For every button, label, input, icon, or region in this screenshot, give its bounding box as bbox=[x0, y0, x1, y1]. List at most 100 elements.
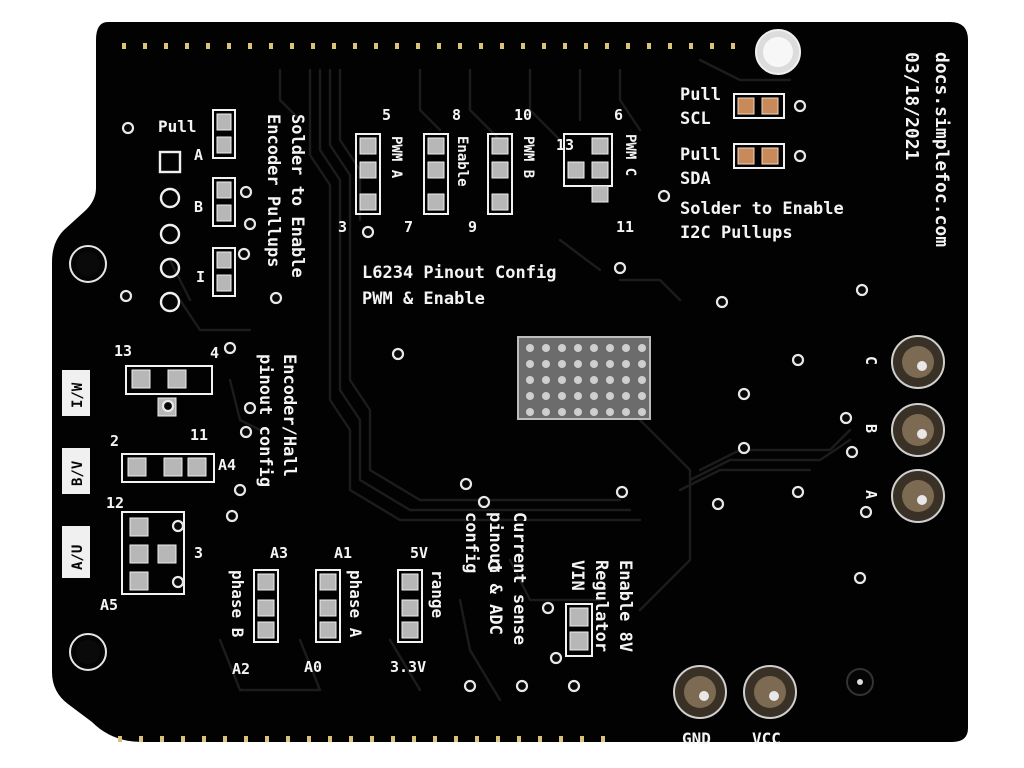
pwm-pin-bottom-3: 3 bbox=[338, 218, 347, 236]
pwm-config-subtitle: PWM & Enable bbox=[362, 289, 485, 309]
motor-terminal-a bbox=[891, 469, 945, 523]
chip-contact bbox=[590, 344, 598, 352]
header-pin bbox=[202, 736, 206, 742]
header-pin bbox=[416, 43, 420, 49]
power-terminals bbox=[673, 665, 797, 719]
header-pin bbox=[307, 736, 311, 742]
header-pin bbox=[584, 43, 588, 49]
chip-contact bbox=[542, 408, 550, 416]
chip-contact bbox=[574, 408, 582, 416]
hall-config-title: Encoder/Hall bbox=[279, 354, 299, 477]
chip-contact bbox=[606, 392, 614, 400]
header-pin bbox=[500, 43, 504, 49]
encoder-header-pin bbox=[159, 257, 181, 279]
pwm-pin-bottom-9: 9 bbox=[468, 218, 477, 236]
header-pin bbox=[538, 736, 542, 742]
chip-contact bbox=[638, 344, 646, 352]
via bbox=[791, 353, 805, 367]
via bbox=[233, 483, 247, 497]
header-pin bbox=[349, 736, 353, 742]
via bbox=[839, 411, 853, 425]
via bbox=[171, 575, 185, 589]
header-pin bbox=[143, 43, 147, 49]
header-pin bbox=[244, 736, 248, 742]
via bbox=[119, 289, 133, 303]
chip-contact bbox=[526, 360, 534, 368]
i2c-note-line2: I2C Pullups bbox=[680, 223, 793, 243]
header-pin bbox=[559, 736, 563, 742]
encoder-pin-b: B bbox=[194, 198, 203, 216]
chip-contact bbox=[622, 360, 630, 368]
hall-pads bbox=[121, 365, 215, 595]
hall-pin-13: 13 bbox=[114, 342, 132, 360]
pwm-pin-top-8: 8 bbox=[452, 106, 461, 124]
via bbox=[269, 291, 283, 305]
i2c-note-line1: Solder to Enable bbox=[680, 199, 844, 219]
cs-pin-a0: A0 bbox=[304, 658, 322, 676]
hall-pin-a4: A4 bbox=[218, 456, 236, 474]
via bbox=[549, 651, 563, 665]
hall-tab-au: A/U bbox=[70, 545, 86, 570]
chip-contact bbox=[574, 360, 582, 368]
chip-contact bbox=[606, 344, 614, 352]
chip-contact bbox=[590, 376, 598, 384]
encoder-header-pin-square bbox=[158, 150, 182, 174]
header-pin bbox=[496, 736, 500, 742]
hall-pin-a5: A5 bbox=[100, 596, 118, 614]
chip-contact bbox=[526, 408, 534, 416]
power-terminal-gnd bbox=[673, 665, 727, 719]
header-pin bbox=[668, 43, 672, 49]
header-pin bbox=[521, 43, 525, 49]
chip-contact bbox=[574, 392, 582, 400]
power-vcc-label: VCC bbox=[752, 729, 781, 748]
hall-pin-2: 2 bbox=[110, 432, 119, 450]
encoder-note-line2: Encoder Pullups bbox=[263, 114, 283, 268]
hall-pin-3: 3 bbox=[194, 544, 203, 562]
cs-phase-a-label: phase A bbox=[346, 570, 365, 638]
pwm-pin-top-13: 13 bbox=[556, 136, 574, 154]
chip-contact bbox=[542, 360, 550, 368]
via bbox=[615, 485, 629, 499]
encoder-pull-label: Pull bbox=[158, 117, 197, 136]
via bbox=[793, 149, 807, 163]
via bbox=[845, 445, 859, 459]
chip-contact bbox=[622, 392, 630, 400]
via bbox=[855, 283, 869, 297]
hall-pin-11: 11 bbox=[190, 426, 208, 444]
via bbox=[171, 519, 185, 533]
via bbox=[567, 679, 581, 693]
header-pin bbox=[139, 736, 143, 742]
header-pin bbox=[265, 736, 269, 742]
encoder-pin-i: I bbox=[196, 268, 205, 286]
chip-contact bbox=[558, 360, 566, 368]
header-pin bbox=[311, 43, 315, 49]
via bbox=[243, 401, 257, 415]
header-pin bbox=[437, 43, 441, 49]
pwm-pads bbox=[355, 133, 613, 215]
header-pin bbox=[118, 736, 122, 742]
encoder-header-pin bbox=[159, 291, 181, 313]
pcb-board bbox=[52, 22, 968, 742]
pwm-pin-bottom-11: 11 bbox=[616, 218, 634, 236]
i2c-sda-label: SDA bbox=[680, 169, 711, 189]
chip-contact bbox=[574, 376, 582, 384]
chip-contact bbox=[526, 376, 534, 384]
header-pin bbox=[479, 43, 483, 49]
via bbox=[239, 425, 253, 439]
pwm-pin-top-10: 10 bbox=[514, 106, 532, 124]
pwm-label-b: PWM B bbox=[520, 136, 536, 178]
chip-contact bbox=[606, 408, 614, 416]
hall-pin-12: 12 bbox=[106, 494, 124, 512]
via bbox=[793, 99, 807, 113]
chip-contact bbox=[638, 408, 646, 416]
regulator-line1: Enable 8V bbox=[615, 560, 635, 652]
header-pin bbox=[290, 43, 294, 49]
via bbox=[237, 247, 251, 261]
chip-contact bbox=[558, 408, 566, 416]
via bbox=[859, 505, 873, 519]
motor-phase-b-label: B bbox=[862, 424, 880, 433]
via bbox=[161, 399, 175, 413]
via bbox=[853, 571, 867, 585]
